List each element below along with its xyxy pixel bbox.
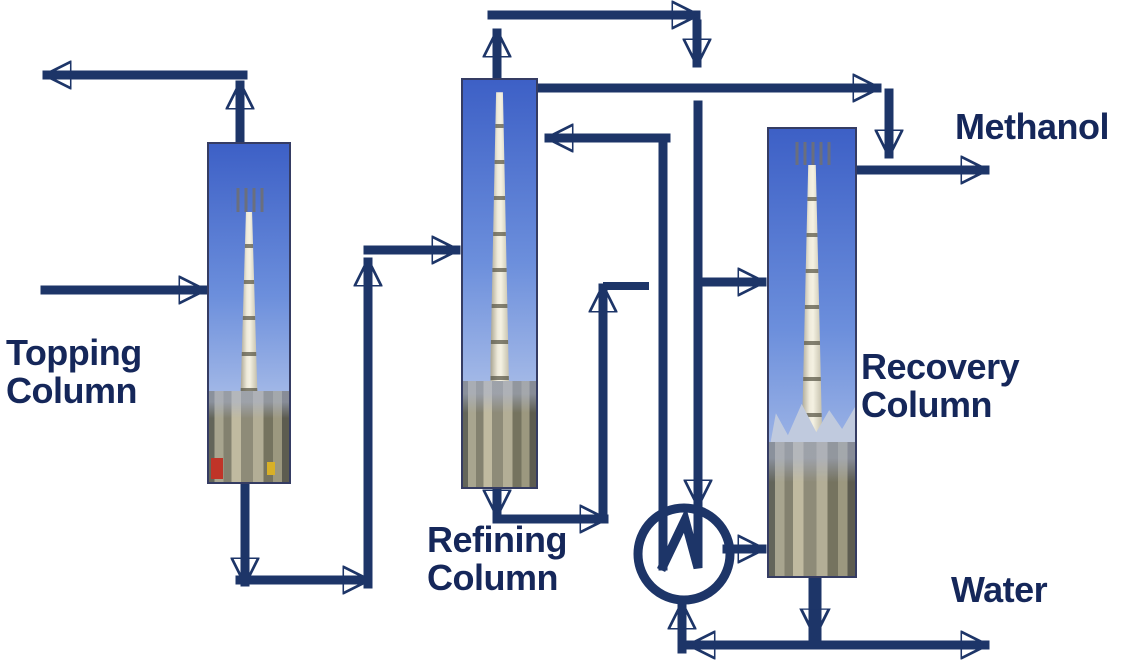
refining-column-label-line2: Column bbox=[427, 557, 558, 598]
red-equipment-detail bbox=[210, 458, 224, 479]
recovery-column-label-line2: Column bbox=[861, 384, 992, 425]
topping-column-label-line1: Topping bbox=[6, 332, 142, 373]
heat-exchanger-circle-zigzag-icon bbox=[633, 503, 735, 605]
topping-column-photo bbox=[207, 142, 291, 484]
plant-ground bbox=[769, 441, 855, 576]
topping-column-streams bbox=[40, 75, 461, 584]
refining-column-label-line1: Refining bbox=[427, 519, 567, 560]
methanol-stream-label: Methanol bbox=[955, 106, 1110, 147]
distillation-tower bbox=[490, 92, 509, 386]
plant-ground bbox=[463, 381, 536, 487]
tower-mast bbox=[790, 142, 834, 165]
topping-column-label-line2: Column bbox=[6, 370, 137, 411]
recovery-column-label-line1: Recovery bbox=[861, 346, 1020, 387]
recovery-column-label: Recovery Column bbox=[861, 346, 1020, 425]
heat-exchanger-coil-zigzag bbox=[656, 507, 703, 573]
recovery-column-photo bbox=[767, 127, 857, 578]
refining-column-label: Refining Column bbox=[427, 521, 567, 597]
topping-column-label: Topping Column bbox=[6, 334, 142, 410]
water-stream-label: Water bbox=[951, 569, 1048, 610]
tower-mast bbox=[231, 187, 267, 212]
distillation-tower bbox=[240, 211, 258, 398]
refining-column-streams bbox=[492, 15, 889, 571]
refining-column-photo bbox=[461, 78, 538, 489]
distillation-tower bbox=[801, 164, 823, 451]
heat-exchanger-shell bbox=[633, 503, 735, 605]
recovery-column-streams bbox=[682, 170, 990, 649]
yellow-equipment-detail bbox=[266, 461, 275, 476]
